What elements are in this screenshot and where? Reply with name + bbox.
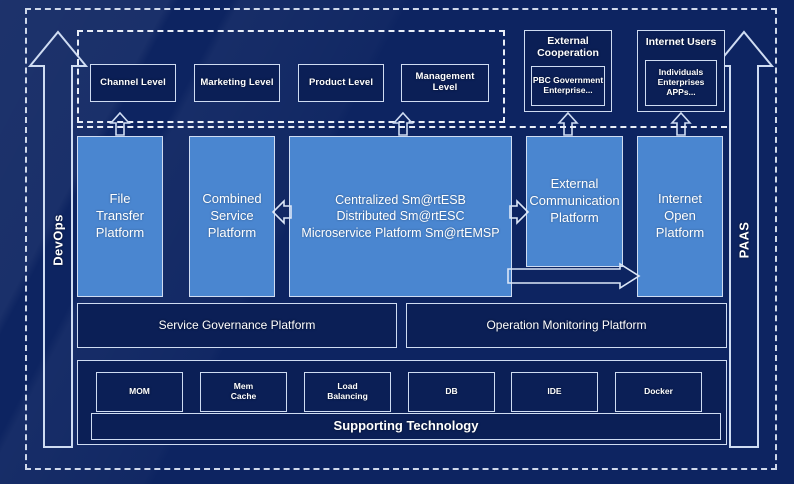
level-box-management[interactable]: Management Level: [401, 64, 489, 102]
internet-users-detail-label: Individuals Enterprises APPs...: [657, 67, 705, 97]
level-box-product[interactable]: Product Level: [298, 64, 384, 102]
service-governance-platform[interactable]: Service Governance Platform: [77, 303, 397, 348]
connector-left-arrow: [271, 199, 292, 225]
connector-long-right-arrow: [507, 262, 641, 290]
tech-label: Mem Cache: [230, 381, 257, 401]
connector-up-arrow-1: [109, 111, 131, 136]
platform-combined-service[interactable]: Combined Service Platform: [189, 136, 275, 297]
supporting-technology-bar[interactable]: Supporting Technology: [91, 413, 721, 440]
arrow-up-icon: [109, 111, 131, 136]
tech-box-ide[interactable]: IDE: [511, 372, 598, 412]
business-levels-group: [77, 30, 505, 123]
level-box-marketing[interactable]: Marketing Level: [194, 64, 280, 102]
connector-up-arrow-4: [670, 111, 692, 136]
connector-right-arrow: [509, 199, 530, 225]
arrow-up-icon: [670, 111, 692, 136]
platform-label: Internet Open Platform: [655, 191, 705, 240]
external-cooperation-detail[interactable]: PBC Government Enterprise...: [531, 66, 605, 106]
arrow-left-icon: [271, 199, 292, 225]
tech-box-docker[interactable]: Docker: [615, 372, 702, 412]
management-label: Service Governance Platform: [158, 317, 316, 332]
arrow-up-icon: [557, 111, 579, 136]
tech-label: Docker: [644, 386, 673, 397]
tech-box-mom[interactable]: MOM: [96, 372, 183, 412]
platform-layer-divider: [77, 126, 727, 128]
tech-box-mem-cache[interactable]: Mem Cache: [200, 372, 287, 412]
supporting-technology-label: Supporting Technology: [333, 418, 479, 434]
internet-users-title: Internet Users: [645, 36, 717, 48]
management-label: Operation Monitoring Platform: [486, 317, 647, 332]
platform-esb-esc-emsp[interactable]: Centralized Sm@rtESB Distributed Sm@rtES…: [289, 136, 512, 297]
level-box-channel[interactable]: Channel Level: [90, 64, 176, 102]
devops-rail: DevOps: [27, 28, 89, 451]
tech-box-db[interactable]: DB: [408, 372, 495, 412]
level-label: Management Level: [415, 71, 475, 93]
tech-box-load-balancing[interactable]: Load Balancing: [304, 372, 391, 412]
tech-label: Load Balancing: [327, 381, 368, 401]
tech-label: DB: [445, 386, 458, 397]
up-arrow-icon: [27, 30, 89, 448]
connector-up-arrow-2: [392, 111, 414, 136]
outer-boundary: [25, 8, 777, 470]
platform-label: Centralized Sm@rtESB Distributed Sm@rtES…: [301, 193, 500, 240]
platform-file-transfer[interactable]: File Transfer Platform: [77, 136, 163, 297]
arrow-right-icon: [509, 199, 530, 225]
connector-up-arrow-3: [557, 111, 579, 136]
platform-label: Combined Service Platform: [202, 191, 262, 240]
external-cooperation-detail-label: PBC Government Enterprise...: [532, 75, 604, 95]
level-label: Channel Level: [100, 76, 166, 88]
platform-label: File Transfer Platform: [95, 191, 145, 240]
platform-external-communication[interactable]: External Communication Platform: [526, 136, 623, 267]
level-label: Product Level: [308, 76, 374, 88]
internet-users-detail[interactable]: Individuals Enterprises APPs...: [645, 60, 717, 106]
arrow-right-long-icon: [507, 262, 641, 290]
tech-label: IDE: [547, 386, 562, 397]
platform-label: External Communication Platform: [529, 176, 620, 225]
external-cooperation-title: External Cooperation: [537, 35, 599, 60]
platform-internet-open[interactable]: Internet Open Platform: [637, 136, 723, 297]
level-label: Marketing Level: [200, 76, 274, 88]
operation-monitoring-platform[interactable]: Operation Monitoring Platform: [406, 303, 727, 348]
tech-label: MOM: [129, 386, 150, 397]
arrow-up-icon: [392, 111, 414, 136]
